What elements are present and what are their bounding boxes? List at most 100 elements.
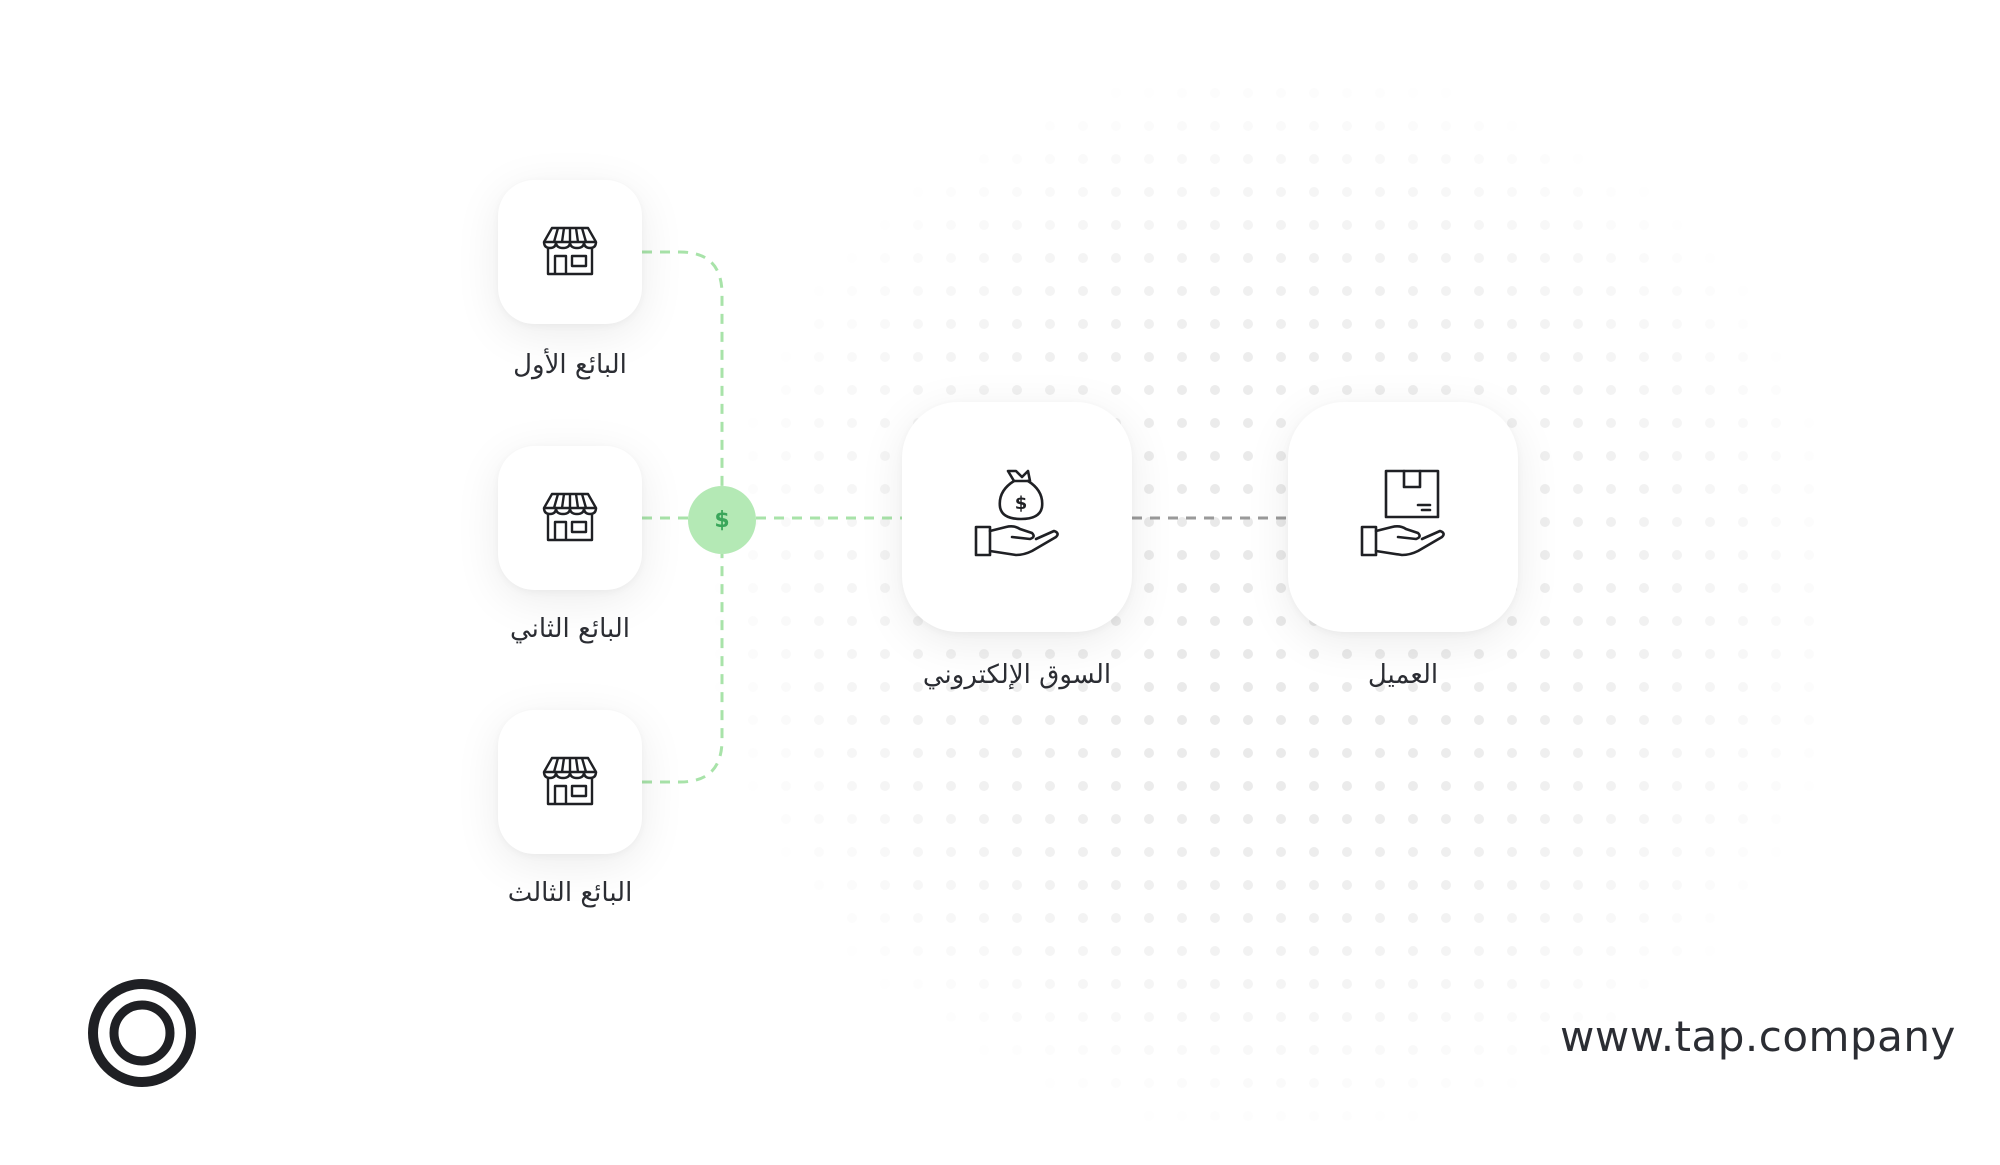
background-dot (748, 418, 758, 428)
background-dot (1342, 220, 1352, 230)
background-dot (814, 880, 824, 890)
background-dot (880, 418, 890, 428)
background-dot (1441, 220, 1451, 230)
background-dot (880, 748, 890, 758)
background-dot (913, 847, 923, 857)
background-dot (1111, 616, 1121, 626)
background-dot (1210, 352, 1220, 362)
background-dot (1738, 748, 1748, 758)
seller3-label: البائع الثالث (507, 878, 633, 908)
background-dot (1474, 979, 1484, 989)
background-dot (1606, 319, 1616, 329)
background-dot (979, 715, 989, 725)
background-dot (1507, 352, 1517, 362)
background-dot (1606, 187, 1616, 197)
background-dot (1078, 187, 1088, 197)
background-dot (1639, 385, 1649, 395)
background-dot (781, 814, 791, 824)
background-dot (1804, 550, 1814, 560)
background-dot (1111, 1045, 1121, 1055)
background-dot (979, 1045, 989, 1055)
background-dot (1738, 418, 1748, 428)
customer-card (1288, 402, 1518, 632)
background-dot (1474, 682, 1484, 692)
background-dot (1012, 352, 1022, 362)
background-dot (1771, 748, 1781, 758)
background-dot (1507, 946, 1517, 956)
background-dot (1474, 121, 1484, 131)
background-dot (1408, 715, 1418, 725)
background-dot (979, 814, 989, 824)
background-dot (1045, 1045, 1055, 1055)
background-dot (847, 715, 857, 725)
background-dot (1276, 154, 1286, 164)
background-dot (1210, 121, 1220, 131)
background-dot (847, 418, 857, 428)
background-dot (880, 946, 890, 956)
background-dot (1309, 814, 1319, 824)
background-dot (781, 352, 791, 362)
background-dot (1606, 220, 1616, 230)
background-dot (1705, 814, 1715, 824)
background-dot (1342, 781, 1352, 791)
background-dot (946, 880, 956, 890)
background-dot (1144, 319, 1154, 329)
background-dot (1606, 649, 1616, 659)
background-dot (1210, 583, 1220, 593)
background-dot (1738, 484, 1748, 494)
background-dot (1705, 847, 1715, 857)
background-dot (1276, 319, 1286, 329)
background-dot (1408, 88, 1418, 98)
background-dot (1441, 847, 1451, 857)
background-dot (913, 682, 923, 692)
background-dot (1045, 385, 1055, 395)
background-dot (913, 616, 923, 626)
background-dot (1639, 550, 1649, 560)
background-dot (1012, 319, 1022, 329)
store-icon (538, 748, 602, 816)
background-dot (814, 616, 824, 626)
background-dot (1606, 385, 1616, 395)
background-dot (946, 253, 956, 263)
background-dot (1243, 946, 1253, 956)
background-dot (1309, 319, 1319, 329)
background-dot (1804, 517, 1814, 527)
background-dot (814, 715, 824, 725)
background-dot (1210, 748, 1220, 758)
background-dot (1177, 385, 1187, 395)
background-dot (1507, 649, 1517, 659)
background-dot (1573, 1045, 1583, 1055)
background-dot (1144, 946, 1154, 956)
background-dot (1276, 253, 1286, 263)
background-dot (1012, 979, 1022, 989)
background-dot (1573, 220, 1583, 230)
background-dot (1771, 385, 1781, 395)
background-dot (1573, 385, 1583, 395)
background-dot (1573, 319, 1583, 329)
background-dot (781, 385, 791, 395)
background-dot (1804, 583, 1814, 593)
background-dot (1243, 88, 1253, 98)
background-dot (1078, 352, 1088, 362)
background-dot (1738, 319, 1748, 329)
background-dot (1243, 451, 1253, 461)
background-dot (1342, 847, 1352, 857)
seller1-label: البائع الأول (513, 350, 627, 380)
background-dot (1474, 847, 1484, 857)
background-dot (814, 484, 824, 494)
background-dot (1144, 88, 1154, 98)
background-dot (748, 451, 758, 461)
background-dot (1144, 649, 1154, 659)
background-dot (1012, 253, 1022, 263)
background-dot (1408, 946, 1418, 956)
background-dot (1243, 1111, 1253, 1121)
background-dot (979, 286, 989, 296)
background-dot (880, 583, 890, 593)
background-dot (748, 649, 758, 659)
background-dot (1309, 385, 1319, 395)
background-dot (1540, 187, 1550, 197)
background-dot (1672, 616, 1682, 626)
background-dot (1771, 781, 1781, 791)
background-dot (1474, 253, 1484, 263)
